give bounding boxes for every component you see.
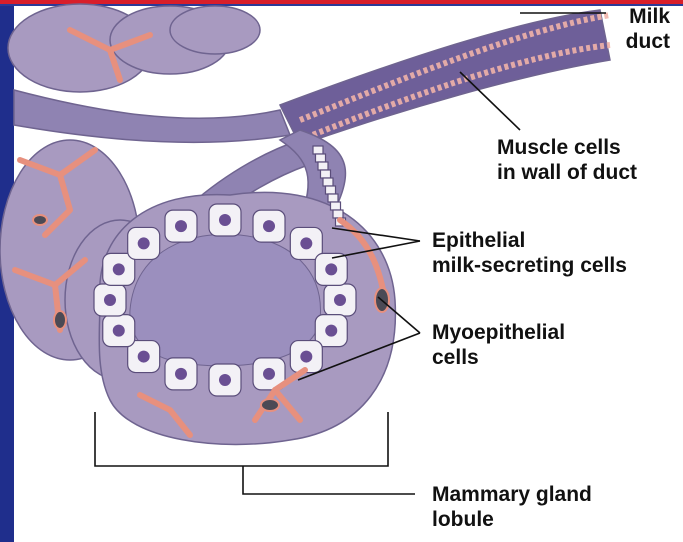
- label-line: in wall of duct: [497, 160, 637, 185]
- cell-nucleus: [325, 325, 337, 337]
- duct-lining-cell: [333, 210, 343, 218]
- label-line: lobule: [432, 507, 592, 532]
- cell-nucleus: [175, 220, 187, 232]
- cell-nucleus: [334, 294, 346, 306]
- duct-lining-cell: [331, 202, 341, 210]
- label-line: Muscle cells: [497, 135, 637, 160]
- duct-lining-cell: [326, 186, 336, 194]
- duct-lining-cell: [328, 194, 338, 202]
- label-line: Epithelial: [432, 228, 627, 253]
- cell-nucleus: [325, 263, 337, 275]
- cell-nucleus: [104, 294, 116, 306]
- label-myoepithelial-cells: Myoepithelial cells: [432, 320, 565, 370]
- label-line: Mammary gland: [432, 482, 592, 507]
- cell-nucleus: [300, 237, 312, 249]
- cell-nucleus: [263, 220, 275, 232]
- label-epithelial-cells: Epithelial milk-secreting cells: [432, 228, 627, 278]
- duct-lining-cell: [323, 178, 333, 186]
- label-mammary-gland-lobule: Mammary gland lobule: [432, 482, 592, 532]
- cell-nucleus: [113, 325, 125, 337]
- label-line: milk-secreting cells: [432, 253, 627, 278]
- label-muscle-cells: Muscle cells in wall of duct: [497, 135, 637, 185]
- cell-nucleus: [138, 237, 150, 249]
- duct-lining-cell: [318, 162, 328, 170]
- cell-nucleus: [175, 368, 187, 380]
- label-line: cells: [432, 345, 565, 370]
- label-line: Milk: [560, 4, 670, 29]
- cell-nucleus: [219, 374, 231, 386]
- label-line: duct: [560, 29, 670, 54]
- duct-lining-cell: [316, 154, 326, 162]
- cell-nucleus: [138, 351, 150, 363]
- cell-nucleus: [219, 214, 231, 226]
- cell-nucleus: [300, 351, 312, 363]
- cell-nucleus: [263, 368, 275, 380]
- label-milk-duct: Milk duct: [560, 4, 670, 54]
- duct-lining-cell: [321, 170, 331, 178]
- label-line: Myoepithelial: [432, 320, 565, 345]
- duct-lining-cell: [313, 146, 323, 154]
- cell-nucleus: [113, 263, 125, 275]
